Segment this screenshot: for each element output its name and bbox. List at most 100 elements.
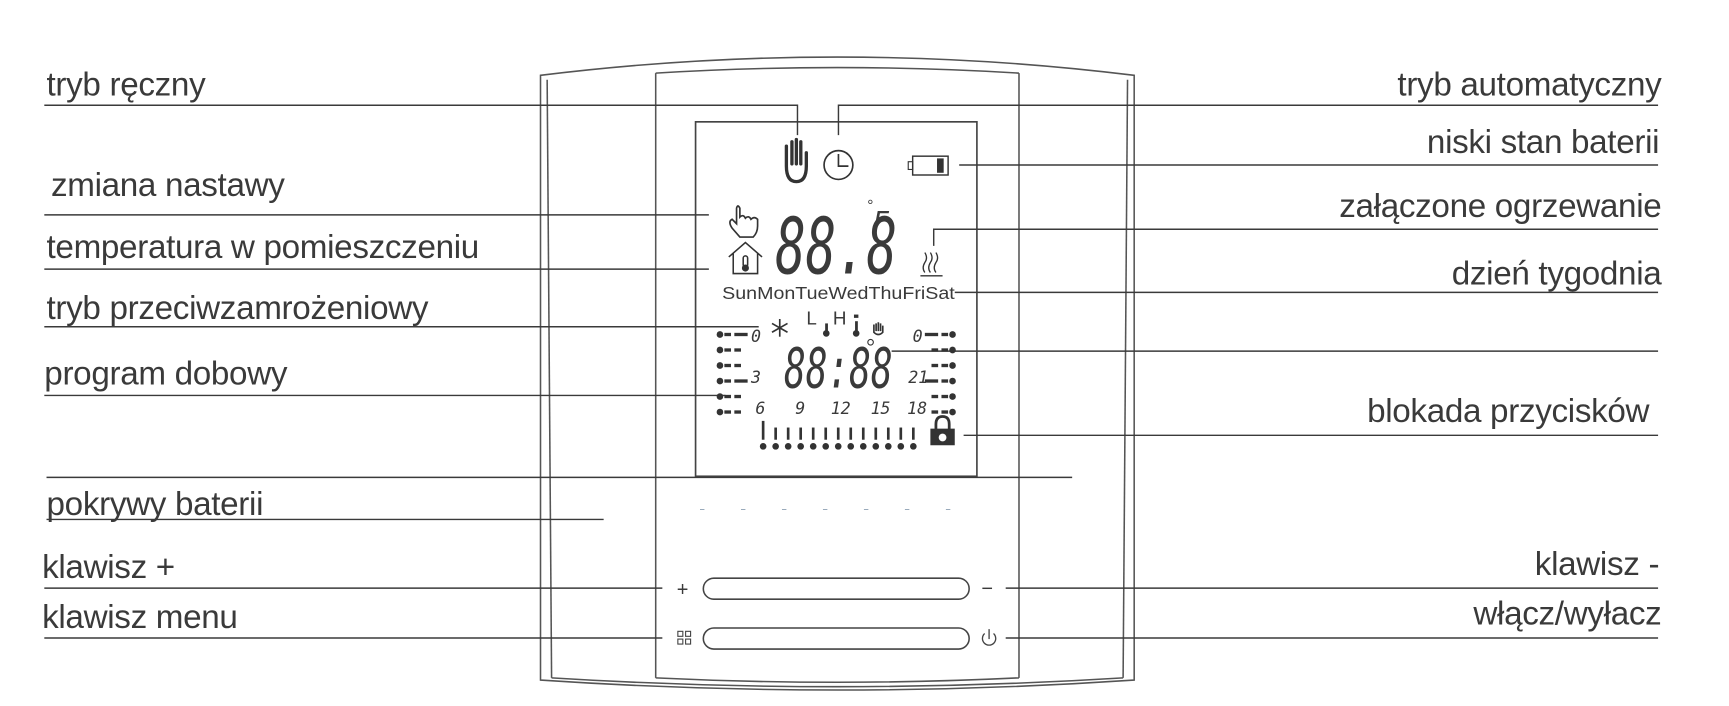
label-plus-key: klawisz +: [42, 549, 175, 586]
program-dash: [724, 379, 732, 383]
low-battery-icon: [907, 155, 949, 176]
program-bar: [761, 420, 765, 440]
program-bar-dot: [910, 443, 917, 450]
program-bar: [824, 427, 828, 440]
program-bar: [836, 427, 840, 440]
clock-degree-icon: [867, 338, 874, 346]
hour-label: 6: [755, 399, 765, 418]
label-key-lock: blokada przycisków: [1367, 393, 1650, 430]
program-bar: [861, 427, 865, 440]
label-auto-mode: tryb automatyczny: [1397, 66, 1662, 104]
program-dash: [724, 394, 732, 399]
program-dash: [734, 410, 741, 414]
menu-button[interactable]: [702, 627, 970, 650]
program-dot: [949, 377, 956, 385]
main-temperature: 88.8: [775, 203, 897, 293]
label-setpoint-change: zmiana nastawy: [50, 167, 285, 204]
program-dash: [924, 332, 939, 337]
label-frost-protection: tryb przeciwzamrożeniowy: [46, 290, 429, 327]
hour-label: 21: [908, 368, 928, 387]
program-bar: [811, 427, 815, 440]
program-dash: [734, 394, 741, 399]
program-bar-dot: [759, 443, 767, 450]
room-temperature-icon: [728, 241, 763, 275]
manual-hand-icon: [784, 137, 808, 184]
program-bar: [774, 427, 777, 440]
program-dot: [716, 393, 724, 400]
label-manual-mode: tryb ręczny: [46, 66, 206, 104]
program-dot: [716, 377, 724, 385]
menu-icon: [677, 630, 692, 645]
snowflake-icon: [771, 318, 788, 337]
program-bottom-bars: [759, 420, 917, 450]
minus-symbol: −: [981, 578, 993, 600]
program-dash: [734, 379, 748, 383]
label-minus-key: klawisz -: [1534, 546, 1660, 583]
program-dash: [941, 363, 949, 368]
hour-label: 0: [913, 327, 923, 346]
program-dot: [949, 331, 956, 338]
program-bar: [899, 427, 903, 440]
program-right-dashes: [924, 331, 956, 416]
program-bar: [786, 427, 790, 440]
program-dash: [724, 348, 732, 352]
hour-label: 0: [751, 327, 761, 346]
program-dash: [724, 410, 732, 414]
lock-icon: [930, 415, 955, 446]
plus-button[interactable]: [702, 577, 970, 600]
hour-label: 9: [795, 399, 805, 418]
high-marker: H: [833, 308, 847, 329]
program-dot: [949, 393, 956, 400]
clock-icon: [823, 149, 854, 181]
plus-symbol: +: [677, 579, 689, 601]
power-icon: [981, 629, 997, 646]
program-dash: [931, 348, 939, 352]
lcd-screen: [694, 121, 978, 478]
program-dash: [941, 410, 949, 414]
thermostat-body: [539, 56, 1135, 691]
clock-display: 88:88: [784, 338, 893, 402]
program-dash: [734, 332, 748, 337]
program-dot: [716, 408, 724, 416]
label-daily-program: program dobowy: [44, 355, 288, 393]
program-dash: [931, 363, 939, 368]
program-dot: [716, 346, 724, 354]
low-thermometer-icon: [822, 323, 830, 337]
program-dash: [724, 332, 732, 337]
hour-label: 18: [907, 399, 927, 418]
hour-label: 12: [831, 399, 851, 418]
program-dash: [734, 348, 741, 352]
program-bar-dot: [822, 443, 830, 450]
program-dot: [949, 362, 956, 369]
program-bar-dot: [847, 443, 855, 450]
program-bar: [799, 427, 803, 440]
leader-lines: [44, 104, 1659, 639]
program-bar-dot: [884, 443, 892, 450]
fahrenheit-symbol: F: [873, 206, 890, 237]
small-hand-icon: [873, 322, 884, 336]
label-room-temperature: temperatura w pomieszczeniu: [46, 229, 480, 266]
program-bar-dot: [784, 443, 792, 450]
program-left-dashes: [716, 331, 748, 416]
program-bar-dot: [772, 443, 779, 450]
pointing-hand-icon: [729, 205, 759, 238]
program-dot: [716, 331, 724, 338]
label-menu-key: klawisz menu: [42, 599, 238, 636]
label-power: włącz/wyłacz: [1473, 595, 1662, 633]
program-bar-dot: [797, 443, 805, 450]
label-battery-cover: pokrywy baterii: [46, 486, 264, 523]
low-marker: L: [806, 308, 816, 329]
program-bar-dot: [859, 443, 867, 450]
program-dash: [941, 332, 949, 337]
day-of-week-row: SunMonTueWedThuFriSat: [722, 283, 955, 303]
program-dash: [734, 363, 741, 368]
program-bar-dot: [897, 443, 905, 450]
program-dot: [716, 362, 724, 369]
program-bar: [911, 427, 915, 440]
program-dot: [949, 346, 956, 354]
program-bar-dot: [834, 443, 842, 450]
program-bar: [849, 427, 853, 440]
program-dot: [949, 408, 956, 416]
